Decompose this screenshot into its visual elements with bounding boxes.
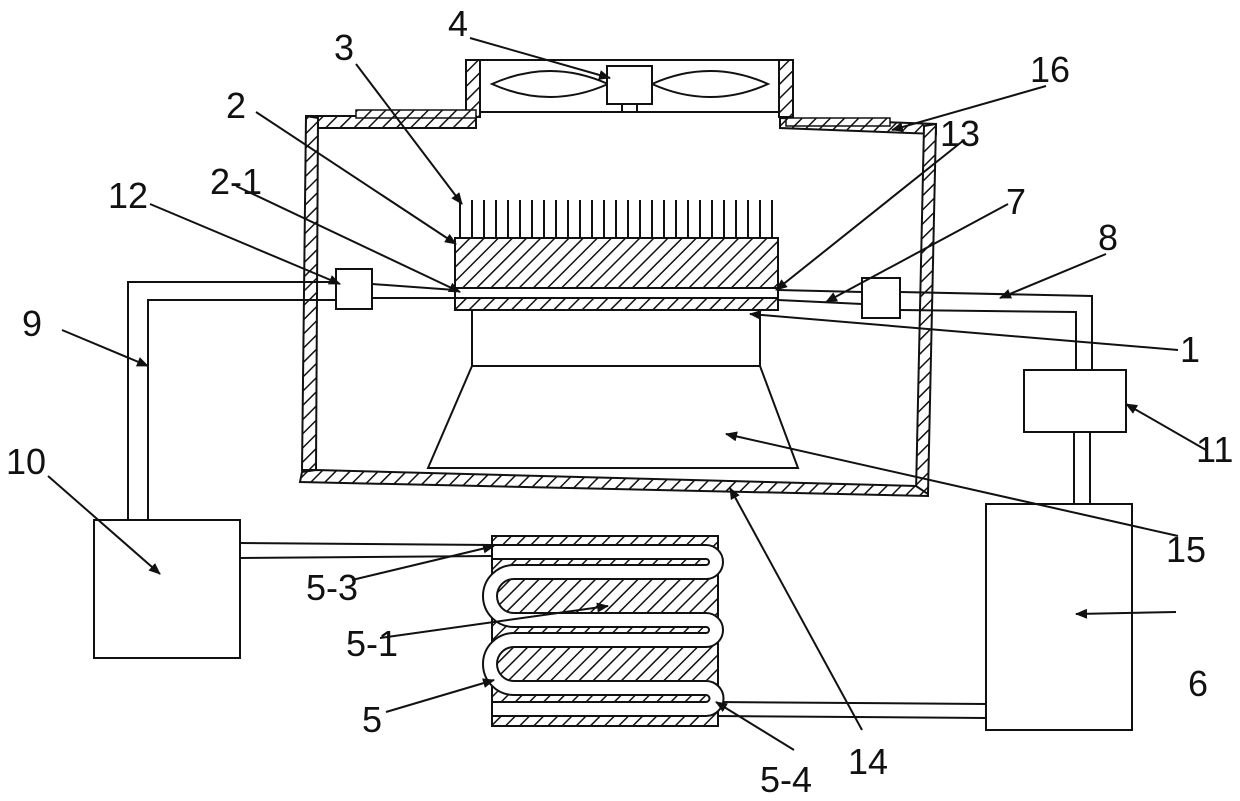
label-3: 3 [334, 27, 354, 68]
label-5-3: 5-3 [306, 567, 358, 608]
label-11: 11 [1196, 429, 1233, 470]
box-11 [1024, 370, 1126, 432]
label-16: 16 [1030, 49, 1070, 90]
label-5: 5 [362, 699, 382, 740]
fan-unit [466, 60, 793, 117]
label-15: 15 [1166, 529, 1206, 570]
fan-motor [607, 66, 652, 104]
coolant-channel [455, 288, 778, 298]
box-10 [94, 520, 240, 658]
connector-right [862, 278, 900, 318]
label-8: 8 [1098, 217, 1118, 258]
label-6: 6 [1188, 663, 1208, 704]
lamp-body [428, 310, 798, 468]
label-10: 10 [6, 441, 46, 482]
heat-sink-block [455, 238, 778, 288]
fan-blade-left [492, 71, 608, 97]
connector-12 [336, 269, 372, 309]
label-13: 13 [940, 113, 980, 154]
fan-blade-right [652, 71, 768, 97]
label-2-1: 2-1 [210, 161, 262, 202]
radiator [483, 536, 724, 726]
thermal-plate [455, 298, 778, 310]
heat-sink-fins [460, 200, 772, 238]
box-6 [986, 504, 1132, 730]
label-12: 12 [108, 175, 148, 216]
label-14: 14 [848, 741, 888, 782]
label-4: 4 [448, 3, 468, 44]
label-7: 7 [1006, 181, 1026, 222]
label-1: 1 [1180, 329, 1200, 370]
label-5-4: 5-4 [760, 759, 812, 800]
label-2: 2 [226, 85, 246, 126]
label-5-1: 5-1 [346, 623, 398, 664]
label-9: 9 [22, 303, 42, 344]
